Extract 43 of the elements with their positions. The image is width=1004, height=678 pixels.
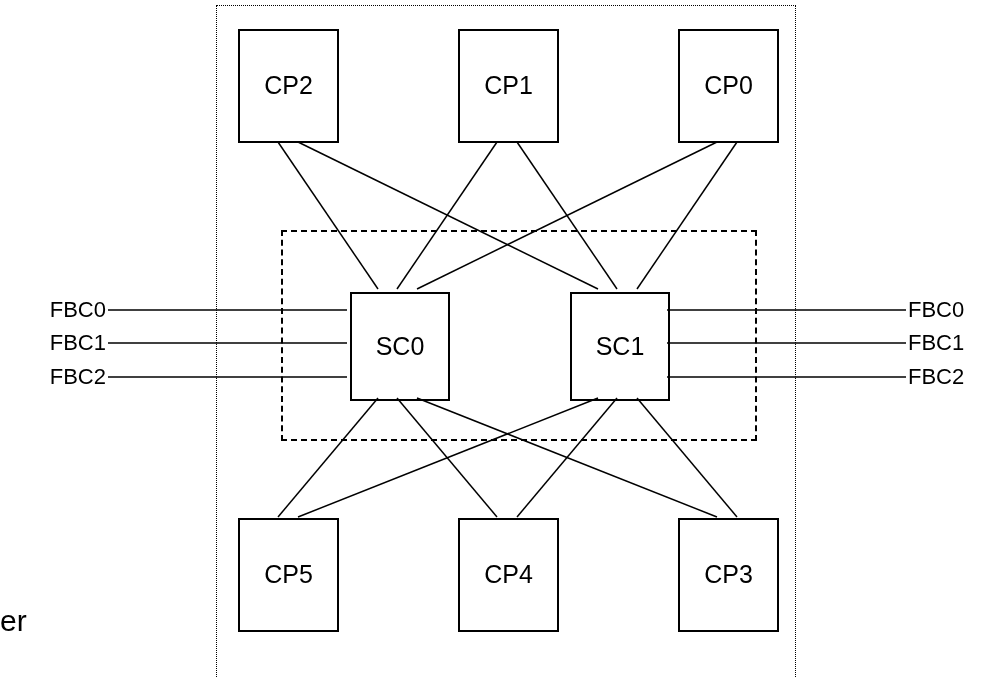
component-box <box>238 29 339 143</box>
connector-line <box>107 376 348 378</box>
component-box <box>678 518 779 632</box>
connector-line <box>277 397 379 518</box>
component-box <box>350 292 450 401</box>
connector-line <box>107 342 348 344</box>
connector-line <box>107 309 348 311</box>
connector-line <box>297 397 599 518</box>
connector-line <box>396 141 498 290</box>
connector-line <box>416 397 718 518</box>
component-box <box>458 29 559 143</box>
connector-line <box>396 397 498 518</box>
signal-label: FBC1 <box>6 330 106 356</box>
box-label: CP0 <box>704 70 753 102</box>
connector-line <box>516 141 618 290</box>
signal-label: FBC2 <box>908 364 1004 390</box>
box-label: CP2 <box>264 70 313 102</box>
connector-line <box>277 141 379 290</box>
component-box <box>678 29 779 143</box>
component-box <box>570 292 670 401</box>
box-label: SC0 <box>375 330 425 362</box>
signal-label: FBC1 <box>908 330 1004 356</box>
signal-label: FBC0 <box>6 297 106 323</box>
box-label: SC1 <box>595 330 645 362</box>
connector-line <box>666 309 907 311</box>
connector-line <box>666 342 907 344</box>
box-label: CP5 <box>264 559 313 591</box>
group-frame <box>281 230 757 441</box>
connector-line <box>516 397 618 518</box>
component-box <box>458 518 559 632</box>
signal-label: FBC0 <box>908 297 1004 323</box>
group-frame <box>216 5 796 678</box>
connector-line <box>297 141 599 290</box>
connector-line <box>416 141 718 290</box>
connector-line <box>636 141 738 290</box>
signal-label: FBC2 <box>6 364 106 390</box>
box-label: CP1 <box>484 70 533 102</box>
cropped-text: er <box>0 606 27 636</box>
component-box <box>238 518 339 632</box>
box-label: CP3 <box>704 559 753 591</box>
box-label: CP4 <box>484 559 533 591</box>
connector-line <box>666 376 907 378</box>
connector-line <box>636 397 738 518</box>
